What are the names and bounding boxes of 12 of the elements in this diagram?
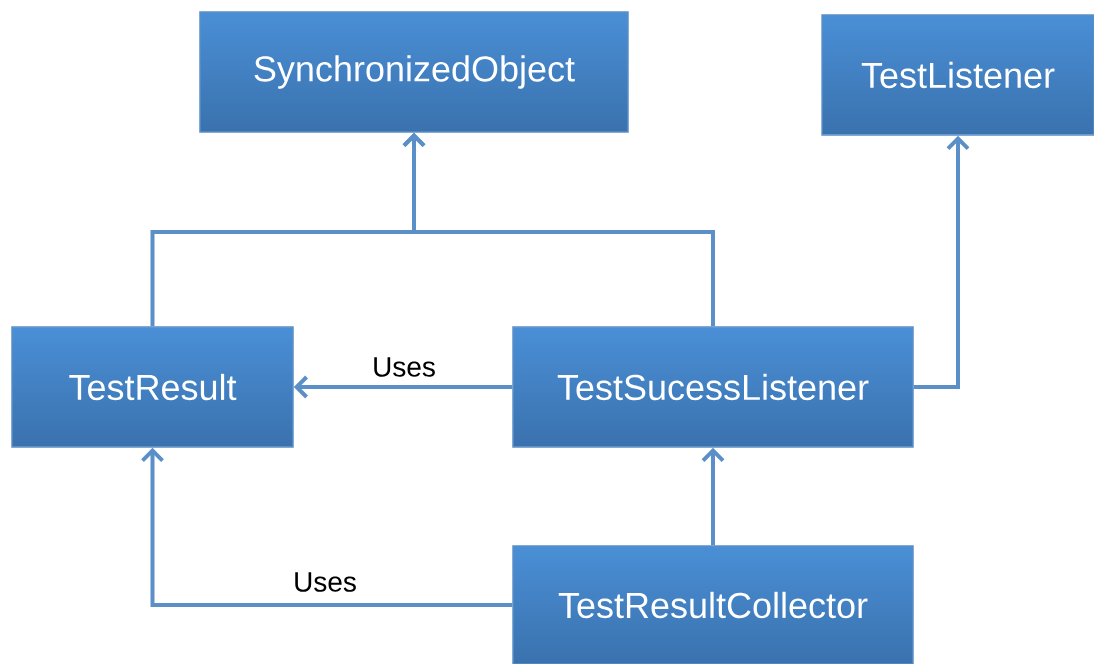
edge-label: Uses: [371, 356, 437, 378]
class-box: TestResult: [11, 326, 294, 448]
class-box: TestSucessListener: [512, 326, 914, 448]
arrow: [293, 375, 513, 399]
arrow: [913, 135, 970, 389]
edge-label: Uses: [292, 571, 358, 593]
class-box: TestResultCollector: [512, 545, 914, 664]
class-box: TestListener: [821, 14, 1094, 136]
class-box: SynchronizedObject: [199, 11, 629, 133]
arrow: [701, 447, 725, 546]
arrow: [402, 132, 715, 327]
arrow: [141, 447, 513, 607]
